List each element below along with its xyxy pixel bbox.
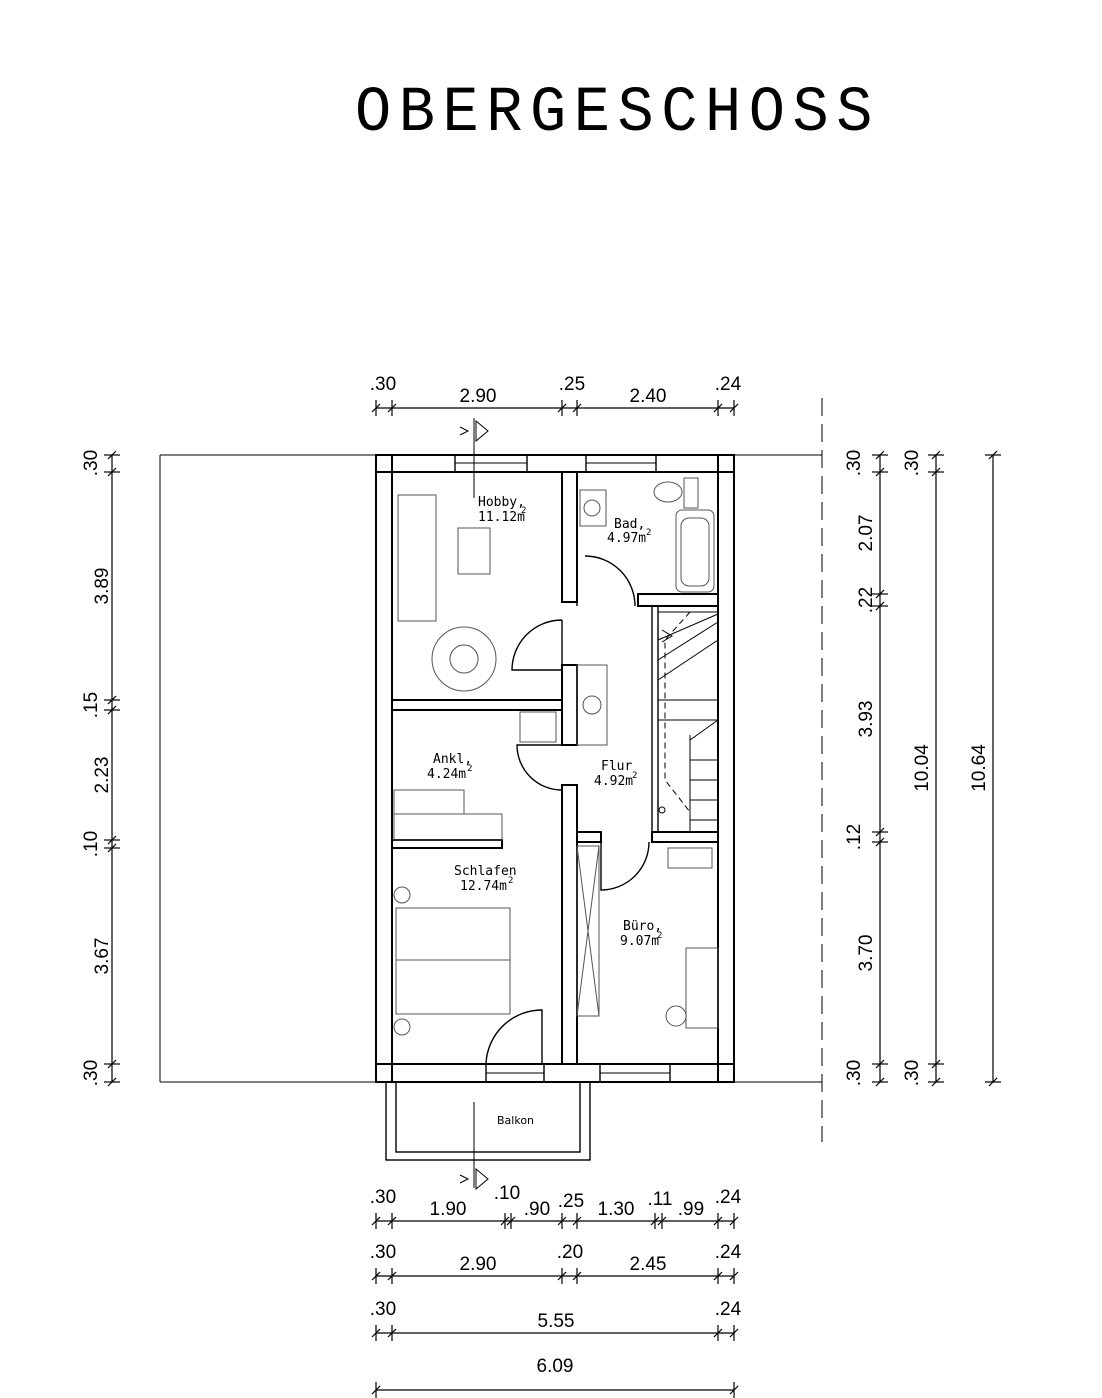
- doors: [485, 555, 650, 1065]
- room-bad: Bad, 4.97m 2: [607, 517, 651, 546]
- room-buero: Büro, 9.07m 2: [620, 919, 662, 949]
- svg-text:4.24m: 4.24m: [427, 767, 466, 782]
- dimension-label: .30: [370, 374, 396, 395]
- dimension-label: 2.90: [460, 1254, 497, 1275]
- dim-bottom-2: .30 2.90 .20 2.45 .24: [370, 1242, 742, 1284]
- dimension-label: .11: [647, 1189, 672, 1210]
- section-line: [459, 418, 489, 1191]
- svg-text:Flur: Flur: [601, 759, 632, 774]
- dimension-label: 5.55: [538, 1311, 575, 1332]
- dimension-label: .30: [370, 1242, 396, 1263]
- dimension-label: 10.04: [912, 744, 933, 792]
- svg-text:Ankl,: Ankl,: [433, 752, 472, 767]
- dimension-label: .12: [844, 824, 865, 850]
- svg-text:11.12m: 11.12m: [478, 510, 525, 525]
- svg-text:9.07m: 9.07m: [620, 934, 659, 949]
- dimension-label: 1.30: [598, 1199, 635, 1220]
- furniture: [393, 477, 719, 1036]
- dimension-label: 3.70: [856, 935, 877, 972]
- stairs: [657, 611, 719, 832]
- dimension-label: 10.64: [969, 744, 990, 792]
- dimension-label: 2.40: [630, 386, 667, 407]
- dimension-label: .10: [494, 1183, 520, 1204]
- dim-right-b: .30 10.04 .30: [902, 450, 944, 1087]
- dimension-label: 2.23: [92, 757, 113, 794]
- dimension-label: .20: [557, 1242, 583, 1263]
- dimension-label: 3.93: [856, 701, 877, 738]
- dimension-label: .30: [902, 1060, 923, 1086]
- dimension-label: 2.90: [460, 386, 497, 407]
- dimension-label: .15: [81, 692, 102, 718]
- roof-outline: [159, 398, 823, 1142]
- dim-bottom-1: .30 1.90 .10.90 .25 1.30 .11 .99 .24: [370, 1183, 742, 1229]
- svg-text:Bad,: Bad,: [614, 517, 645, 532]
- dimension-label: .22: [856, 587, 877, 613]
- dimension-label: .30: [81, 1060, 102, 1086]
- room-flur: Flur 4.92m 2: [594, 759, 637, 789]
- dim-top: .30 2.90 .25 2.40 .24: [370, 374, 742, 416]
- dim-right-c: 10.64: [969, 450, 1001, 1087]
- svg-text:4.92m: 4.92m: [594, 774, 633, 789]
- dimension-label: .25: [559, 374, 585, 395]
- dimension-label: .30: [370, 1187, 396, 1208]
- dimension-label: .99: [678, 1199, 704, 1220]
- dimension-label: .30: [370, 1299, 396, 1320]
- dimension-label: .24: [715, 1187, 742, 1208]
- dimension-label: .24: [715, 1242, 742, 1263]
- dim-right-a: .30 2.07 .22 3.93 .12 3.70 .30: [844, 450, 888, 1087]
- dimension-label: .30: [81, 450, 102, 476]
- svg-text:2: 2: [521, 506, 526, 516]
- dimension-label: .10: [81, 831, 102, 857]
- svg-text:2: 2: [508, 876, 513, 886]
- dimension-label: 1.90: [430, 1199, 467, 1220]
- dimension-label: 3.67: [92, 938, 113, 975]
- svg-text:Hobby,: Hobby,: [478, 495, 525, 510]
- svg-text:2: 2: [467, 764, 472, 774]
- balcony: Balkon: [385, 1081, 591, 1161]
- svg-text:Schlafen: Schlafen: [454, 864, 517, 879]
- balcony-label: Balkon: [497, 1114, 534, 1127]
- dimension-label: .30: [844, 450, 865, 476]
- dim-left: .30 3.89 .15 2.23 .10 3.67 .30: [81, 450, 120, 1087]
- room-ankl: Ankl, 4.24m 2: [427, 752, 472, 782]
- svg-text:Büro,: Büro,: [623, 919, 662, 934]
- dimension-label: 6.09: [537, 1356, 574, 1377]
- dimension-label: .30: [902, 450, 923, 476]
- dimension-label: .24: [715, 1299, 742, 1320]
- plan-title: OBERGESCHOSS: [355, 78, 880, 150]
- dimension-label: 2.07: [856, 515, 877, 552]
- svg-text:2: 2: [657, 931, 662, 941]
- dim-bottom-4: 6.09: [371, 1356, 739, 1398]
- svg-text:2: 2: [632, 771, 637, 781]
- dimension-label: .25: [558, 1191, 584, 1212]
- svg-text:4.97m: 4.97m: [607, 531, 646, 546]
- room-schlafen: Schlafen 12.74m 2: [454, 864, 517, 894]
- dimension-label: 2.45: [630, 1254, 667, 1275]
- windows: [454, 454, 671, 1083]
- room-hobby: Hobby, 11.12m 2: [478, 495, 526, 525]
- svg-text:2: 2: [646, 528, 651, 538]
- dimension-label: .30: [844, 1060, 865, 1086]
- svg-text:12.74m: 12.74m: [460, 879, 507, 894]
- dimension-label: .90: [524, 1199, 550, 1220]
- dim-bottom-3: .30 5.55 .24: [370, 1299, 742, 1341]
- dimension-label: .24: [715, 374, 742, 395]
- dimension-label: 3.89: [92, 568, 113, 605]
